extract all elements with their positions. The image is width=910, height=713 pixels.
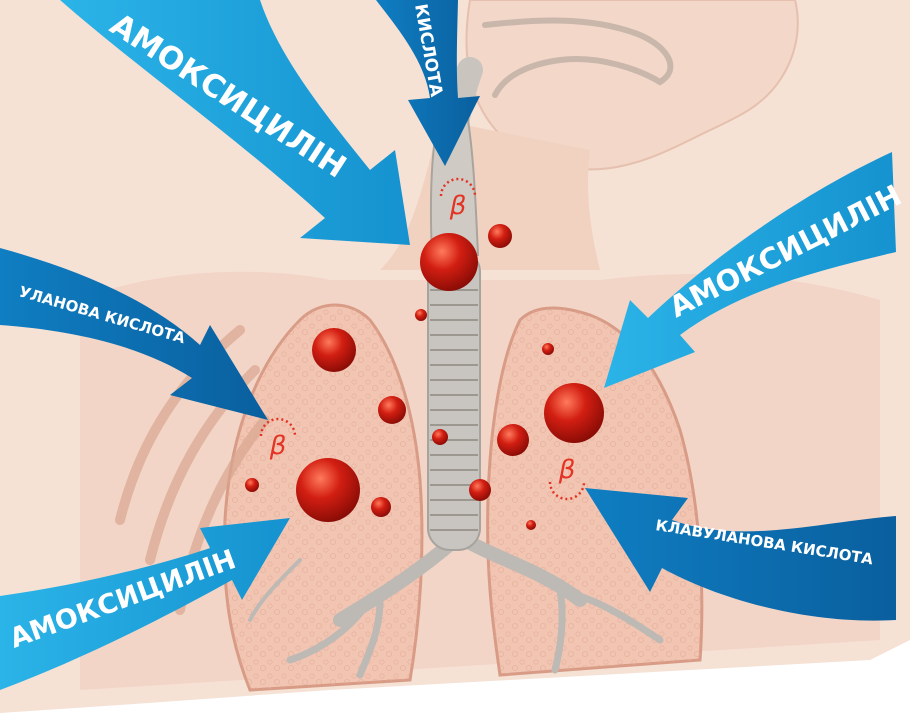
bacteria-icon [526,520,536,530]
bacteria-icon [296,458,360,522]
bacteria-icon [544,383,604,443]
bacteria-icon [469,479,491,501]
bacteria-icon [488,224,512,248]
bacteria-icon [420,233,478,291]
bacteria-icon [415,309,427,321]
bacteria-icon [371,497,391,517]
beta-lactamase-icon: β [269,431,287,461]
bacteria-icon [312,328,356,372]
bacteria-icon [497,424,529,456]
bacteria-icon [542,343,554,355]
beta-lactamase-icon: β [558,455,576,485]
beta-lactamase-icon: β [449,191,467,221]
trachea [428,250,480,550]
bacteria-icon [245,478,259,492]
bacteria-icon [378,396,406,424]
bacteria-icon [432,429,448,445]
